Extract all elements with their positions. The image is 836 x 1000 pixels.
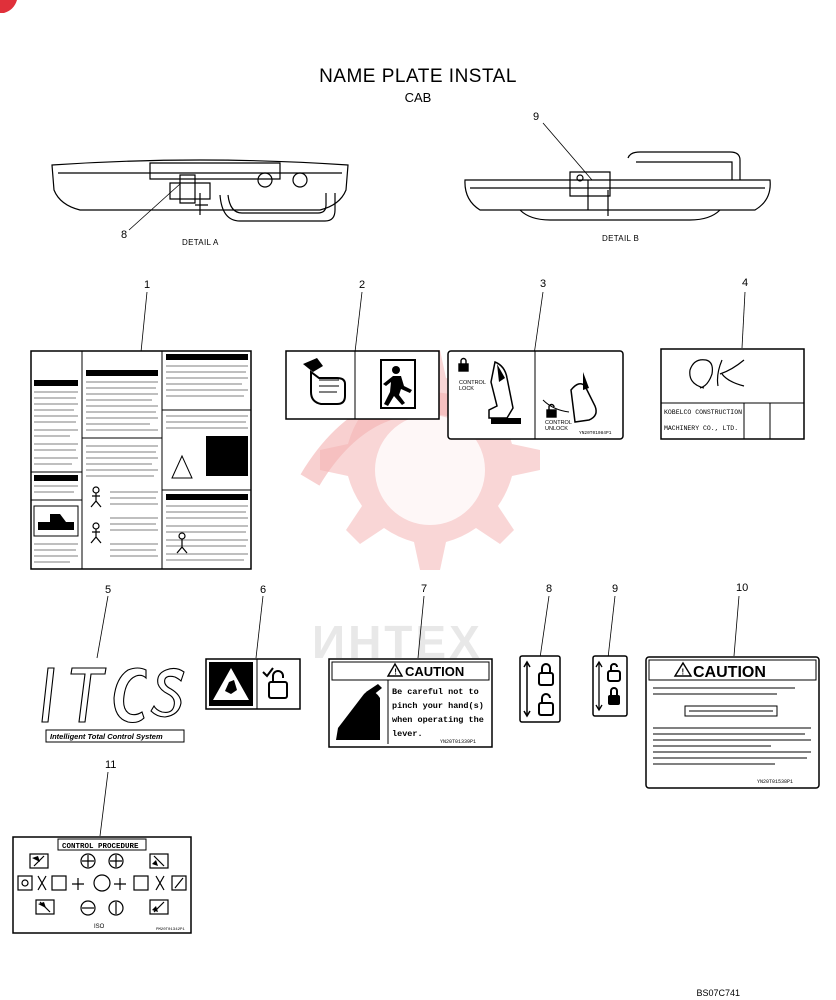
plate-3-code: YN20T01084P1 (579, 430, 612, 436)
plate-3-lock-text: CONTROL (459, 380, 486, 386)
plate-7-code: YN20T01339P1 (440, 739, 476, 745)
callout-10: 10 (736, 582, 749, 594)
plate-10-code: YN20T01538P1 (757, 779, 793, 785)
detail-b-label: DETAIL B (602, 234, 640, 243)
svg-text:Be careful not to: Be careful not to (392, 687, 479, 697)
callout-6: 6 (260, 584, 267, 596)
svg-text:LOCK: LOCK (459, 386, 474, 392)
plate-5-tagline: Intelligent Total Control System (50, 732, 163, 741)
svg-text:pinch your hand(s): pinch your hand(s) (392, 701, 484, 711)
running-man-icon (383, 366, 412, 406)
callout-9: 9 (612, 583, 619, 595)
callout-5: 5 (105, 584, 112, 596)
plate-7-heading: CAUTION (405, 664, 464, 679)
callout-9-detail: 9 (533, 111, 540, 123)
plate-7-caution-pinch: ! CAUTION Be careful not to pinch your h… (328, 658, 493, 748)
plate-3-control-lock: CONTROL LOCK CONTROL UNLOCK YN20T01084P1 (447, 350, 624, 440)
plate-11-footer: ISO (94, 924, 105, 930)
detail-a-leader (128, 183, 181, 231)
plate-1-warning-sheet (30, 350, 252, 570)
svg-text:!: ! (394, 668, 397, 677)
plate-4-maker-line1: KOBELCO CONSTRUCTION (664, 409, 742, 416)
row3-leader (99, 771, 109, 837)
svg-text:PM20T01342P1: PM20T01342P1 (156, 928, 185, 932)
plate-4-maker-line2: MACHINERY CO., LTD. (664, 425, 738, 432)
plate-6-warning-lock (205, 658, 301, 710)
callout-1: 1 (144, 279, 151, 291)
lock-closed-icon (458, 357, 469, 372)
plate-4-ok-plate: KOBELCO CONSTRUCTION MACHINERY CO., LTD. (660, 348, 805, 440)
detail-a-label: DETAIL A (182, 238, 219, 247)
page-subtitle: CAB (404, 90, 432, 105)
document-id: BS07C741 (696, 988, 740, 998)
plate-11-control-procedure: CONTROL PROCEDURE ISO PM20T01342P1 (12, 836, 192, 934)
page-title: NAME PLATE INSTAL (319, 66, 517, 87)
corner-mark-icon (0, 0, 17, 13)
plate-8-lock-arrow (519, 655, 561, 723)
callout-3: 3 (540, 278, 547, 290)
detail-b-leader (542, 122, 593, 181)
plate-2-exit-hammer (285, 350, 440, 420)
svg-text:when operating the: when operating the (392, 715, 484, 725)
callout-11: 11 (105, 759, 117, 771)
plate-5-itcs: Intelligent Total Control System (41, 667, 185, 743)
row1-leaders (140, 291, 746, 356)
detail-b-drawing (464, 151, 771, 221)
svg-text:UNLOCK: UNLOCK (545, 426, 568, 432)
plate-9-lock-arrow (592, 655, 628, 717)
plate-10-heading: CAUTION (693, 664, 766, 681)
row2-leaders (96, 595, 740, 659)
svg-text:lever.: lever. (392, 729, 423, 739)
lock-open-icon (546, 403, 557, 418)
detail-a-drawing (51, 159, 349, 222)
svg-text:CONTROL: CONTROL (545, 420, 572, 426)
callout-8-detail: 8 (121, 229, 128, 241)
callout-2: 2 (359, 279, 366, 291)
hammer-hand-icon (303, 358, 346, 405)
plate-11-heading: CONTROL PROCEDURE (62, 843, 139, 851)
callout-8: 8 (546, 583, 553, 595)
callout-7: 7 (421, 583, 428, 595)
callout-4: 4 (742, 277, 749, 289)
lock-open-icon (262, 667, 288, 699)
itcs-outline-letters (41, 667, 185, 724)
svg-text:!: ! (682, 668, 685, 677)
plate-10-caution-brake: ! CAUTION YN20T01538P1 (645, 656, 820, 789)
